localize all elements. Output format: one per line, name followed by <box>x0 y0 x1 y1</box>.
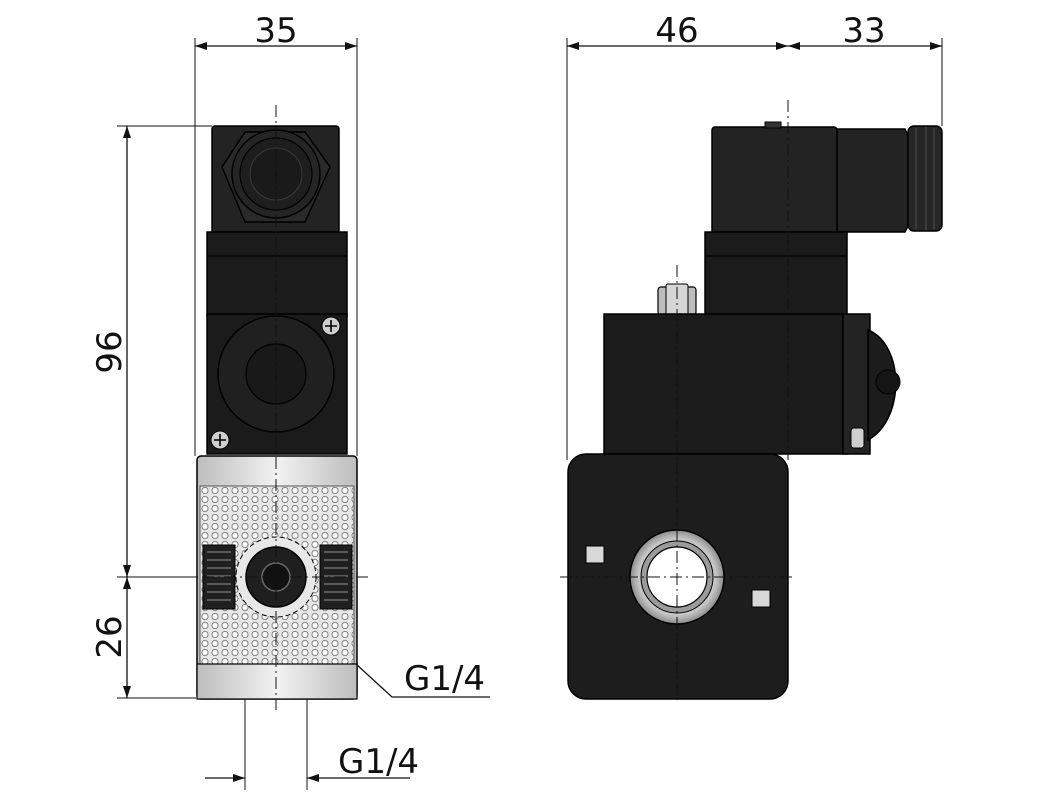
side-connector-plug <box>711 121 943 238</box>
side-coil-upper <box>704 231 848 319</box>
dim-side-connector: 33 <box>842 11 885 51</box>
side-view <box>560 100 943 700</box>
dim-side-depth: 46 <box>655 11 698 51</box>
dim-height-total: 96 <box>90 330 130 373</box>
dim-front-width: 35 <box>254 11 297 51</box>
dim-thread-side: G1/4 <box>404 659 485 699</box>
front-coil-body <box>206 313 348 455</box>
screw-icon <box>850 427 865 449</box>
cable-gland-side <box>907 125 943 232</box>
front-coil-upper <box>206 231 348 317</box>
screw-icon <box>321 316 341 336</box>
screw-icon <box>210 430 230 450</box>
dim-height-base: 26 <box>90 615 130 658</box>
dimension-lines <box>117 38 943 790</box>
front-view <box>180 105 370 710</box>
dim-thread-bottom: G1/4 <box>338 742 419 782</box>
side-coil-body <box>603 313 901 455</box>
